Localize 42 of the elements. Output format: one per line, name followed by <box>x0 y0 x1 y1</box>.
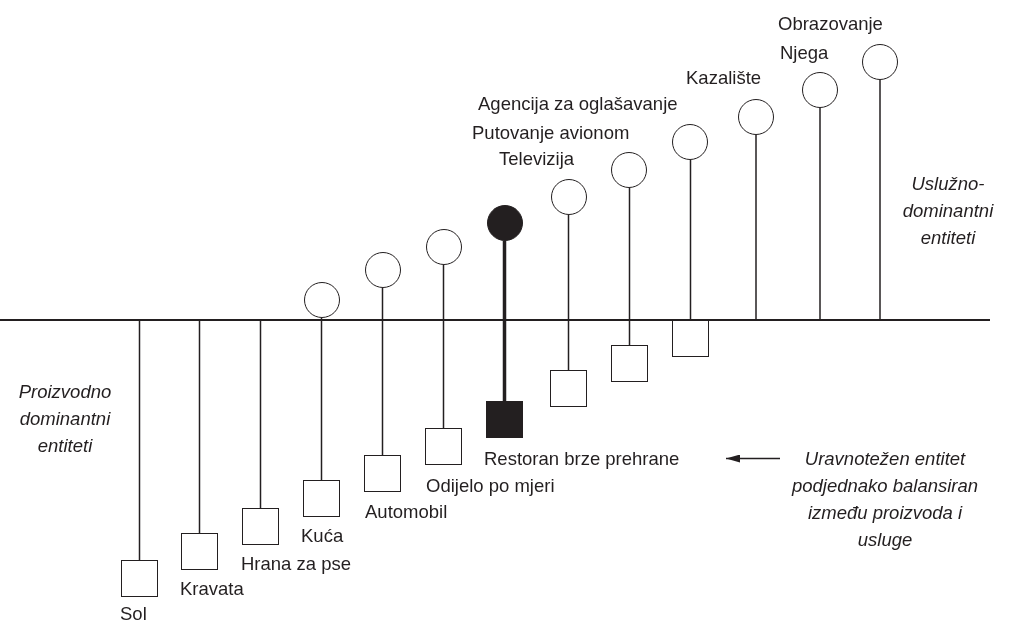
entity-label: Agencija za oglašavanje <box>478 92 678 116</box>
connector-line <box>879 79 881 321</box>
category-label: Uslužno-dominantni entiteti <box>901 172 995 250</box>
product-square <box>181 533 218 570</box>
entity-label: Njega <box>780 41 829 65</box>
entity-label: Televizija <box>499 147 575 171</box>
entity-label: Automobil <box>365 500 448 524</box>
filled-product-square <box>486 401 523 438</box>
connector-line <box>442 264 445 429</box>
entity-label: Sol <box>120 602 147 623</box>
category-label: Proizvodno dominantni entiteti <box>17 380 113 458</box>
product-square <box>121 560 158 597</box>
connector-line <box>381 287 384 456</box>
entity-label: Hrana za pse <box>241 552 352 576</box>
product-square <box>303 480 340 517</box>
product-square <box>611 345 648 382</box>
connector-line <box>320 317 323 481</box>
arrow <box>725 454 781 463</box>
connector-line <box>567 214 570 371</box>
product-square <box>364 455 401 492</box>
entity-label: Kravata <box>180 577 244 601</box>
entity-label: Obrazovanje <box>778 12 883 36</box>
product-square <box>425 428 462 465</box>
connector-line <box>689 159 692 321</box>
entity-label: Kuća <box>301 524 344 548</box>
product-square <box>242 508 279 545</box>
product-square <box>550 370 587 407</box>
connector-line <box>628 187 631 346</box>
entity-label: Restoran brze prehrane <box>484 445 724 472</box>
entity-label: Odijelo po mjeri <box>426 474 555 498</box>
axis-line <box>0 319 990 321</box>
entity-label: Putovanje avionom <box>472 121 630 145</box>
entity-label: Kazalište <box>686 66 762 90</box>
connector-line <box>198 319 201 534</box>
filled-service-circle <box>487 205 523 241</box>
product-square <box>672 320 709 357</box>
annotation-text: Uravnotežen entitet podjednako balansiran između proizvoda i usluge <box>780 445 990 553</box>
connector-line <box>259 319 262 509</box>
connector-line <box>755 134 757 321</box>
connector-line <box>138 319 141 561</box>
connector-line <box>819 107 821 321</box>
connector-line <box>502 241 507 401</box>
